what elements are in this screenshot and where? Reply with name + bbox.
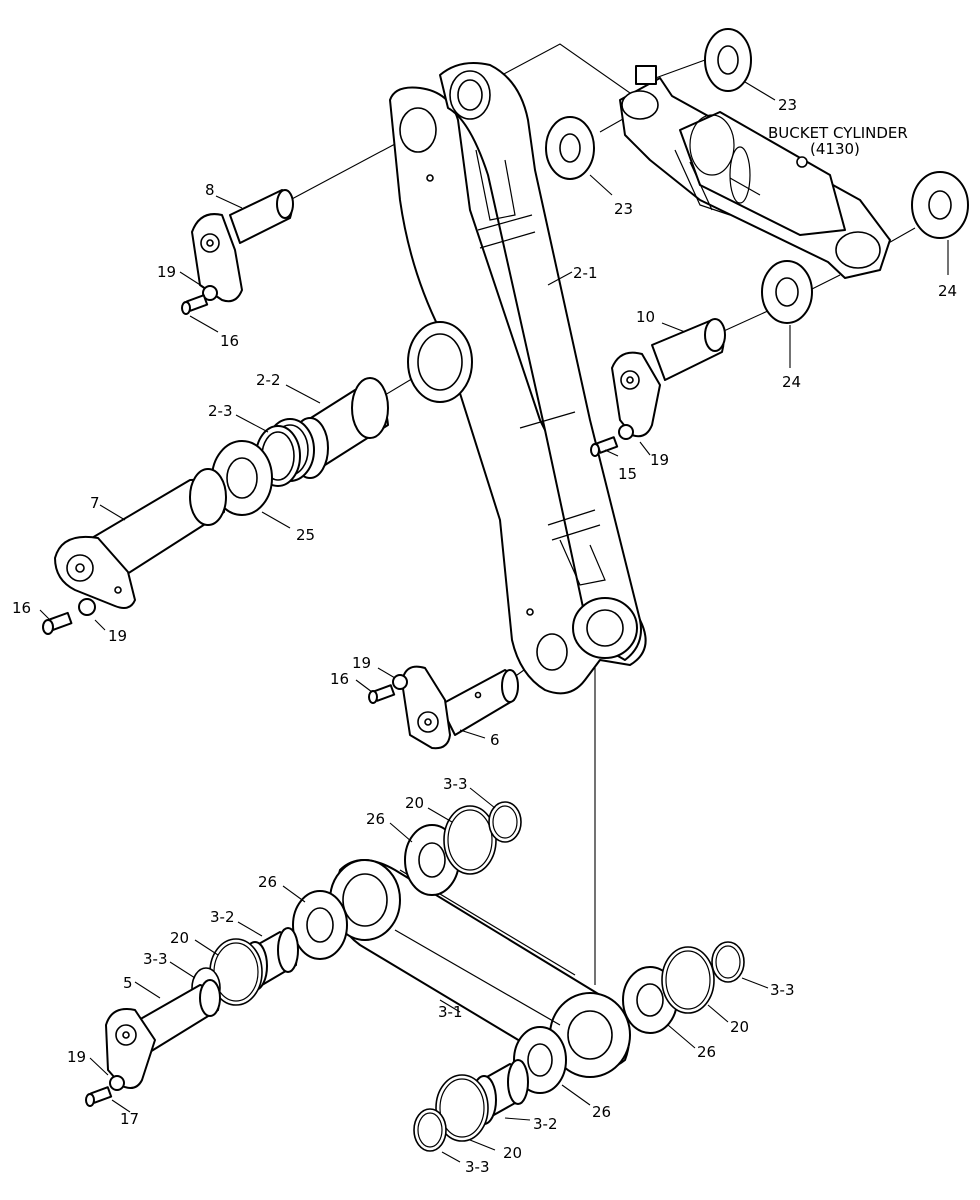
- label-3-2-a: 3-2: [210, 908, 235, 926]
- pin-10: [611, 318, 726, 438]
- oring-20-a: [443, 805, 497, 875]
- label-15: 15: [618, 465, 637, 483]
- label-26-a: 26: [366, 810, 385, 828]
- label-3-2-b: 3-2: [533, 1115, 558, 1133]
- washer-19-e: [109, 1075, 125, 1091]
- label-10: 10: [636, 308, 655, 326]
- label-3-3-d: 3-3: [465, 1158, 490, 1176]
- pin-7: [54, 468, 227, 609]
- ring-3-3-a: [488, 801, 522, 843]
- ring-3-3-d: [413, 1108, 447, 1152]
- label-16-b: 16: [12, 599, 31, 617]
- pin-8: [191, 189, 294, 303]
- label-16-a: 16: [220, 332, 239, 350]
- label-25: 25: [296, 526, 315, 544]
- label-26-d: 26: [592, 1103, 611, 1121]
- label-20-c: 20: [730, 1018, 749, 1036]
- label-20-b: 20: [170, 929, 189, 947]
- label-6: 6: [490, 731, 500, 749]
- label-3-1: 3-1: [438, 1003, 463, 1021]
- callout-leaders: [39, 81, 949, 1163]
- bolt-16-c: [368, 684, 396, 704]
- label-26-b: 26: [258, 873, 277, 891]
- label-16-c: 16: [330, 670, 349, 688]
- label-5: 5: [123, 974, 133, 992]
- label-2-1: 2-1: [573, 264, 598, 282]
- label-19-e: 19: [67, 1048, 86, 1066]
- label-2-3: 2-3: [208, 402, 233, 420]
- ring-3-3-c: [711, 941, 745, 983]
- label-23-top: 23: [778, 96, 797, 114]
- label-26-c: 26: [697, 1043, 716, 1061]
- label-3-3-a: 3-3: [443, 775, 468, 793]
- label-3-3-c: 3-3: [770, 981, 795, 999]
- label-19-c: 19: [108, 627, 127, 645]
- label-24-mid: 24: [782, 373, 801, 391]
- label-20-d: 20: [503, 1144, 522, 1162]
- bolt-16-a: [181, 294, 209, 315]
- label-2-2: 2-2: [256, 371, 281, 389]
- bolt-15: [590, 436, 619, 457]
- bell-crank-arm: [389, 62, 647, 695]
- label-19-d: 19: [352, 654, 371, 672]
- oring-20-c: [661, 946, 715, 1014]
- washer-19-b: [618, 424, 634, 440]
- label-19-a: 19: [157, 263, 176, 281]
- part-labels: 23 23 24 24 2-1 8 19 16 10 2-2 2-3 15 19…: [12, 96, 957, 1176]
- cylinder-code-label: (4130): [810, 140, 860, 158]
- washer-19-d: [392, 674, 408, 690]
- label-20-a: 20: [405, 794, 424, 812]
- washer-19-a: [202, 285, 218, 301]
- label-23-mid: 23: [614, 200, 633, 218]
- label-3-3-b: 3-3: [143, 950, 168, 968]
- washer-19-c: [78, 598, 96, 616]
- bucket-cylinder: [619, 65, 891, 279]
- bolt-17: [85, 1086, 113, 1107]
- pin-5: [105, 979, 221, 1089]
- pin-6: [401, 665, 519, 750]
- oring-20-d: [435, 1074, 489, 1142]
- label-24-top: 24: [938, 282, 957, 300]
- label-17: 17: [120, 1110, 139, 1128]
- link-3-1: [329, 859, 631, 1078]
- label-8: 8: [205, 181, 215, 199]
- bolt-16-b: [42, 611, 73, 635]
- label-7: 7: [90, 494, 100, 512]
- label-19-b: 19: [650, 451, 669, 469]
- cylinder-title-label: BUCKET CYLINDER: [768, 124, 908, 142]
